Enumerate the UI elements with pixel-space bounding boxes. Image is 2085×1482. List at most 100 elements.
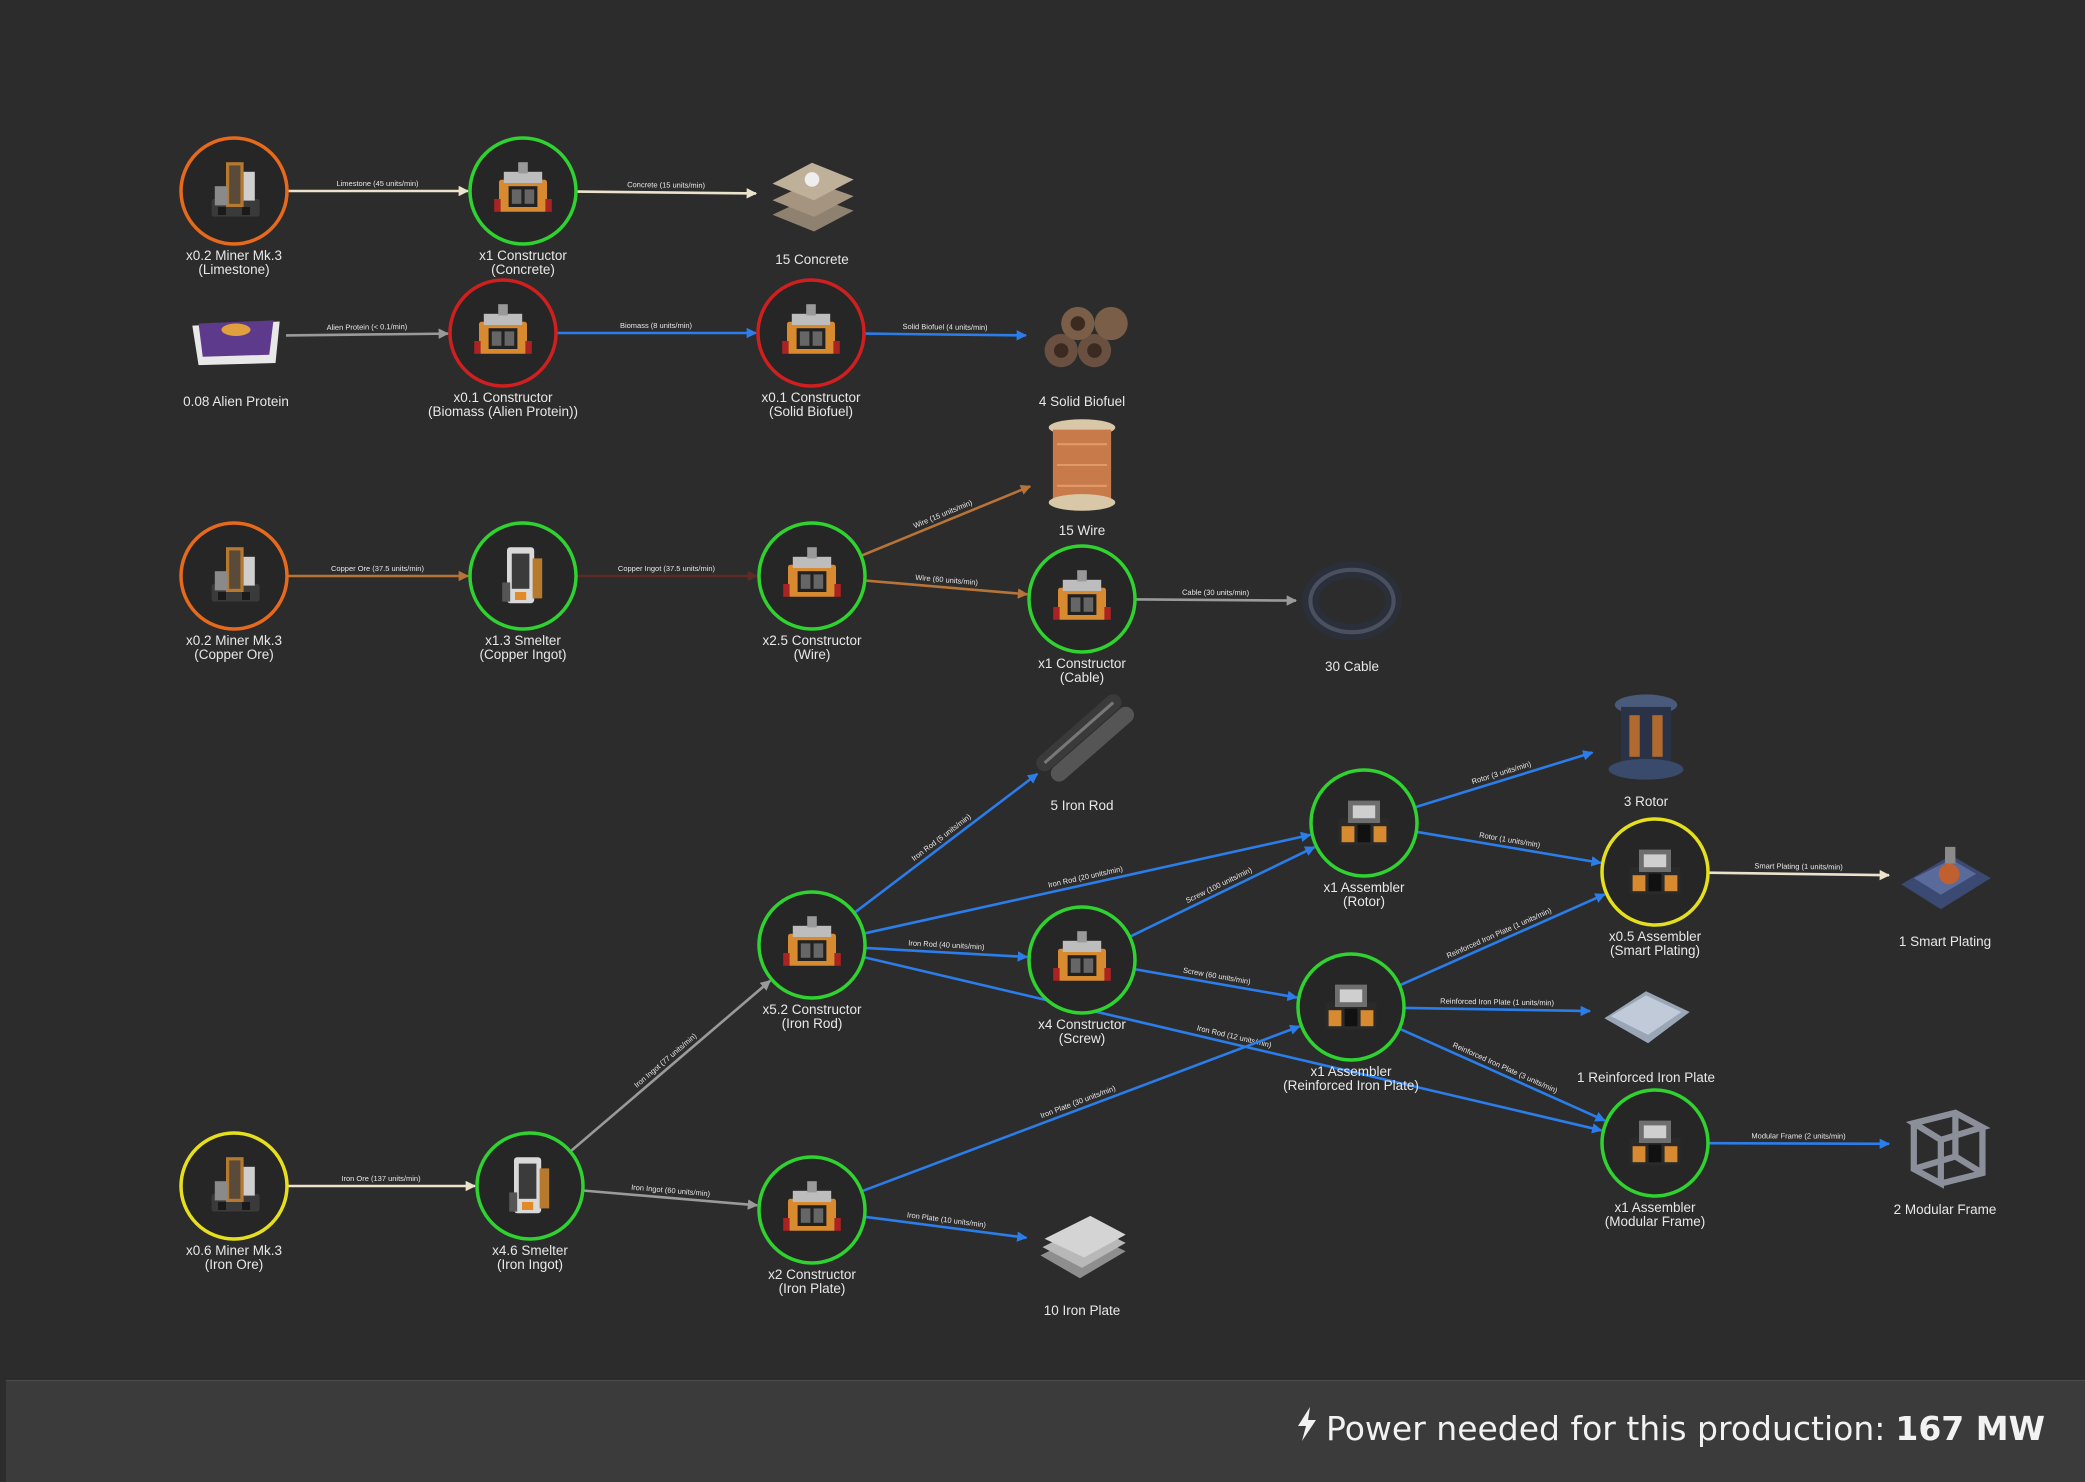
node-asm_frame[interactable]: x1 Assembler(Modular Frame) xyxy=(1600,1088,1710,1229)
node-smelt_iron[interactable]: x4.6 Smelter(Iron Ingot) xyxy=(475,1131,585,1272)
edge-asm_frame-to-out_frame: Modular Frame (2 units/min) xyxy=(1707,1131,1891,1149)
item-label: 1 Smart Plating xyxy=(1899,934,1991,949)
reinforced-plate-icon xyxy=(1604,991,1690,1044)
edge-con_plate-to-asm_rip: Iron Plate (30 units/min) xyxy=(861,1024,1301,1193)
node-out_rotor[interactable]: 3 Rotor xyxy=(1608,694,1684,809)
node-out_smart[interactable]: 1 Smart Plating xyxy=(1899,846,1991,949)
node-label: x0.2 Miner Mk.3 xyxy=(186,633,282,648)
node-out_plate[interactable]: 10 Iron Plate xyxy=(1040,1215,1126,1318)
edge-asm_rotor-to-asm_smart: Rotor (1 units/min) xyxy=(1416,830,1602,867)
node-asm_smart[interactable]: x0.5 Assembler(Smart Plating) xyxy=(1600,817,1710,958)
node-sublabel: (Concrete) xyxy=(491,262,555,277)
node-asm_rotor[interactable]: x1 Assembler(Rotor) xyxy=(1309,768,1419,909)
edge-label: Limestone (45 units/min) xyxy=(336,179,419,188)
item-label: 15 Concrete xyxy=(775,252,849,267)
node-label: x1 Constructor xyxy=(479,248,567,263)
iron-rod-icon xyxy=(1045,703,1126,774)
node-in_protein[interactable]: 0.08 Alien Protein xyxy=(183,320,289,409)
node-label: x2 Constructor xyxy=(768,1267,856,1282)
node-con_wire[interactable]: x2.5 Constructor(Wire) xyxy=(757,521,867,662)
edge-con_screw-to-asm_rip: Screw (60 units/min) xyxy=(1133,966,1298,1002)
node-sublabel: (Rotor) xyxy=(1343,894,1385,909)
edge-asm_rip-to-out_rip: Reinforced Iron Plate (1 units/min) xyxy=(1403,997,1592,1017)
node-miner_copper[interactable]: x0.2 Miner Mk.3(Copper Ore) xyxy=(179,521,289,662)
node-miner_iron[interactable]: x0.6 Miner Mk.3(Iron Ore) xyxy=(179,1131,289,1272)
node-label: x0.2 Miner Mk.3 xyxy=(186,248,282,263)
edge-line xyxy=(1129,845,1316,939)
edge-line xyxy=(569,979,772,1153)
edge-label: Screw (100 units/min) xyxy=(1184,865,1254,905)
edge-label: Biomass (8 units/min) xyxy=(620,321,693,330)
node-sublabel: (Modular Frame) xyxy=(1605,1214,1706,1229)
node-label: x1 Assembler xyxy=(1323,880,1405,895)
edge-label: Iron Plate (30 units/min) xyxy=(1039,1083,1117,1120)
node-out_biofuel[interactable]: 4 Solid Biofuel xyxy=(1039,306,1128,409)
node-con_plate[interactable]: x2 Constructor(Iron Plate) xyxy=(757,1155,867,1296)
edge-label: Alien Protein (< 0.1/min) xyxy=(327,322,408,332)
power-value: 167 MW xyxy=(1895,1408,2045,1448)
rotor-icon xyxy=(1608,694,1684,780)
node-con_rod[interactable]: x5.2 Constructor(Iron Rod) xyxy=(757,890,867,1031)
solid-biofuel-icon xyxy=(1044,306,1128,368)
edge-con_rod-to-con_screw: Iron Rod (40 units/min) xyxy=(864,938,1029,962)
node-label: x1 Assembler xyxy=(1614,1200,1696,1215)
edge-con_wire-to-con_cable: Wire (60 units/min) xyxy=(864,573,1029,599)
edge-con_screw-to-asm_rotor: Screw (100 units/min) xyxy=(1129,845,1316,939)
node-label: x1 Assembler xyxy=(1310,1064,1392,1079)
edge-label: Smart Plating (1 units/min) xyxy=(1754,861,1843,871)
node-con_concrete[interactable]: x1 Constructor(Concrete) xyxy=(468,136,578,277)
edge-label: Iron Rod (5 units/min) xyxy=(910,812,973,863)
edge-label: Iron Rod (40 units/min) xyxy=(908,938,985,951)
edge-con_concrete-to-out_concrete: Concrete (15 units/min) xyxy=(575,180,758,199)
edge-label: Cable (30 units/min) xyxy=(1182,588,1250,598)
edge-line xyxy=(864,946,1029,962)
edge-label: Iron Rod (12 units/min) xyxy=(1196,1023,1273,1049)
edge-line xyxy=(1707,1138,1891,1149)
node-con_cable[interactable]: x1 Constructor(Cable) xyxy=(1027,544,1137,685)
edge-line xyxy=(860,485,1032,558)
production-graph: Limestone (45 units/min) Concrete (15 uni… xyxy=(179,136,1997,1318)
edge-line xyxy=(1416,830,1602,867)
concrete-icon xyxy=(772,162,854,232)
edge-con_plate-to-out_plate: Iron Plate (10 units/min) xyxy=(864,1210,1028,1242)
edge-miner_copper-to-smelt_copper: Copper Ore (37.5 units/min) xyxy=(287,564,470,582)
node-out_frame[interactable]: 2 Modular Frame xyxy=(1894,1113,1997,1217)
node-miner_lime[interactable]: x0.2 Miner Mk.3(Limestone) xyxy=(179,136,289,277)
edge-smelt_copper-to-con_wire: Copper Ingot (37.5 units/min) xyxy=(576,564,759,582)
node-out_wire[interactable]: 15 Wire xyxy=(1047,418,1117,538)
node-sublabel: (Solid Biofuel) xyxy=(769,404,853,419)
node-smelt_copper[interactable]: x1.3 Smelter(Copper Ingot) xyxy=(468,521,578,662)
wire-spool-icon xyxy=(1047,418,1117,512)
edge-label: Concrete (15 units/min) xyxy=(627,180,706,190)
power-summary: Power needed for this production: 167 MW xyxy=(1296,1407,2045,1449)
item-label: 5 Iron Rod xyxy=(1050,798,1113,813)
node-out_concrete[interactable]: 15 Concrete xyxy=(772,162,854,267)
node-con_biofuel[interactable]: x0.1 Constructor(Solid Biofuel) xyxy=(756,278,866,419)
alien-protein-icon xyxy=(192,320,280,366)
node-sublabel: (Limestone) xyxy=(198,262,269,277)
node-out_rod[interactable]: 5 Iron Rod xyxy=(1045,703,1126,813)
edge-line xyxy=(853,772,1039,914)
node-label: x0.1 Constructor xyxy=(761,390,861,405)
node-con_biomass[interactable]: x0.1 Constructor(Biomass (Alien Protein)… xyxy=(428,278,578,419)
node-label: x2.5 Constructor xyxy=(762,633,862,648)
edge-in_protein-to-con_biomass: Alien Protein (< 0.1/min) xyxy=(285,322,450,339)
node-sublabel: (Reinforced Iron Plate) xyxy=(1283,1078,1419,1093)
node-con_screw[interactable]: x4 Constructor(Screw) xyxy=(1027,905,1137,1046)
smart-plating-icon xyxy=(1901,846,1991,910)
edge-smelt_iron-to-con_rod: Iron Ingot (77 units/min) xyxy=(569,979,772,1153)
edge-con_biomass-to-con_biofuel: Biomass (8 units/min) xyxy=(556,321,758,339)
edge-line xyxy=(575,188,758,199)
node-out_rip[interactable]: 1 Reinforced Iron Plate xyxy=(1577,991,1715,1085)
edge-label: Modular Frame (2 units/min) xyxy=(1751,1131,1846,1140)
node-out_cable[interactable]: 30 Cable xyxy=(1310,570,1393,674)
edge-miner_lime-to-con_concrete: Limestone (45 units/min) xyxy=(287,179,470,197)
item-label: 2 Modular Frame xyxy=(1894,1202,1997,1217)
node-label: x4.6 Smelter xyxy=(492,1243,568,1258)
edge-asm_rip-to-asm_smart: Reinforced Iron Plate (1 units/min) xyxy=(1398,893,1606,987)
node-label: x5.2 Constructor xyxy=(762,1002,862,1017)
item-label: 10 Iron Plate xyxy=(1044,1303,1121,1318)
node-sublabel: (Iron Ingot) xyxy=(497,1257,563,1272)
edge-label: Copper Ingot (37.5 units/min) xyxy=(618,564,716,573)
node-asm_rip[interactable]: x1 Assembler(Reinforced Iron Plate) xyxy=(1283,952,1419,1093)
